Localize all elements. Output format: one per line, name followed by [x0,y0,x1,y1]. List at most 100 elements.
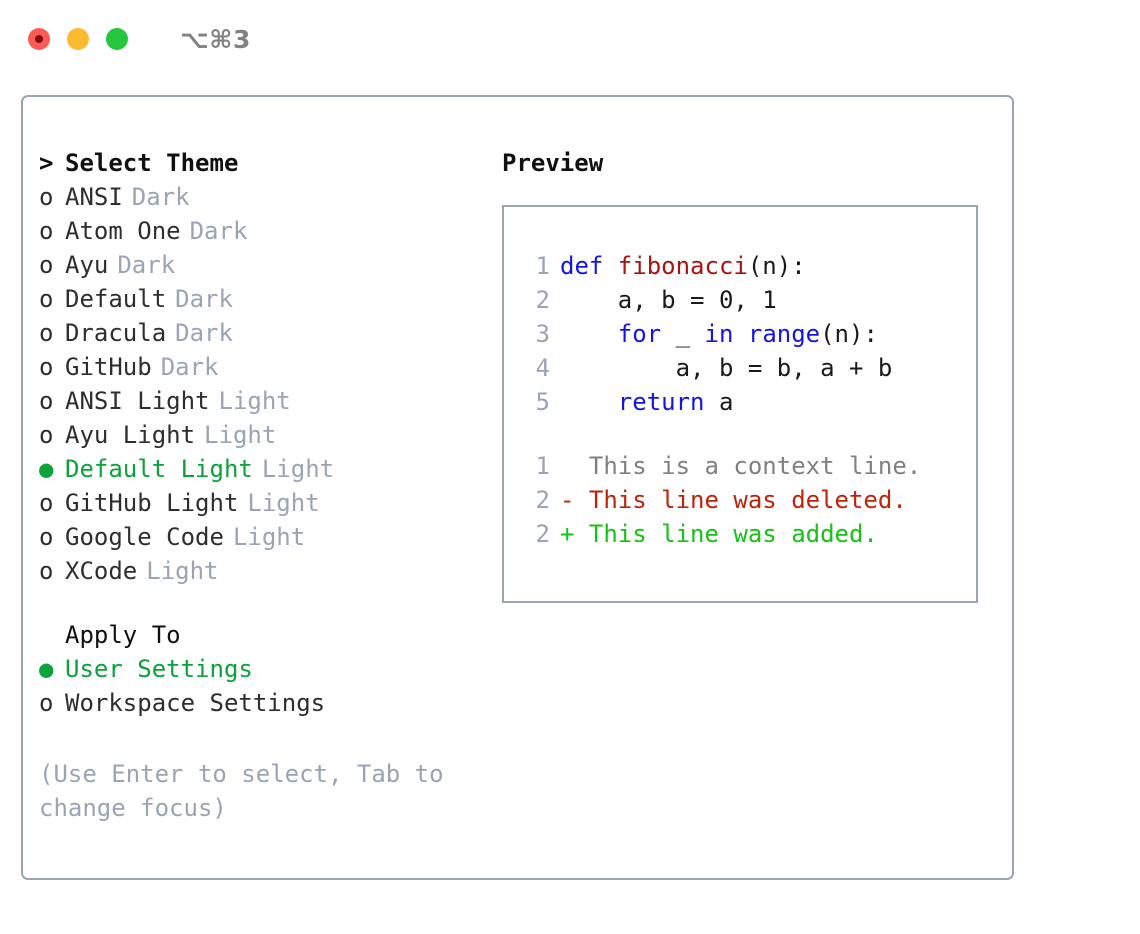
theme-item-google-code[interactable]: o Google Code Light [39,523,469,557]
diff-sample: 1 This is a context line.2- This line wa… [518,452,976,554]
radio-unselected-icon[interactable]: o [39,523,54,551]
diff-line-text: + This line was added. [560,520,878,548]
radio-unselected-icon[interactable]: o [39,285,54,313]
theme-item-variant: Dark [160,353,219,381]
theme-item-label: Default Light [65,455,253,483]
radio-unselected-icon[interactable]: o [39,183,54,211]
radio-unselected-icon[interactable]: o [39,421,54,449]
radio-unselected-icon[interactable]: o [39,689,54,717]
theme-item-variant: Light [204,421,277,449]
theme-item-variant: Dark [175,319,233,347]
theme-item-github[interactable]: o GitHub Dark [39,353,469,387]
code-token-fn: fibonacci [617,252,748,280]
theme-item-label: GitHub [65,353,152,381]
apply-to-item-label: Workspace Settings [65,689,326,717]
line-number: 3 [535,320,550,348]
diff-line: 1 This is a context line. [518,452,976,486]
theme-item-variant: Dark [189,217,248,245]
line-number: 2 [535,486,550,514]
code-token-plain: (n): [820,320,878,348]
radio-selected-icon[interactable]: ● [39,455,54,483]
code-token-plain: _ [661,320,705,348]
theme-item-label: Ayu [65,251,109,279]
theme-item-dracula[interactable]: o Dracula Dark [39,319,469,353]
code-line: 2 a, b = 0, 1 [518,286,976,320]
theme-item-label: XCode [65,557,138,585]
keyboard-hint: (Use Enter to select, Tab to change focu… [39,760,459,822]
apply-to-title: Apply To [65,621,181,649]
code-token-kw: def [560,252,618,280]
theme-item-ansi[interactable]: o ANSI Dark [39,183,469,217]
theme-item-label: Default [65,285,167,313]
theme-item-variant: Dark [175,285,233,313]
radio-unselected-icon[interactable]: o [39,251,54,279]
radio-unselected-icon[interactable]: o [39,489,54,517]
zoom-button[interactable] [106,28,128,50]
theme-picker-header: > Select Theme [39,149,469,183]
line-number: 1 [535,452,550,480]
theme-item-label: ANSI [65,183,123,211]
theme-item-default-light[interactable]: ● Default Light Light [39,455,469,489]
theme-picker-title: Select Theme [65,149,239,177]
theme-item-ayu-light[interactable]: o Ayu Light Light [39,421,469,455]
radio-unselected-icon[interactable]: o [39,319,54,347]
apply-to-header-spacer: o [39,623,65,647]
radio-unselected-icon[interactable]: o [39,387,54,415]
keyboard-shortcut-label: ⌥⌘3 [180,24,251,54]
code-token-plain [560,320,618,348]
radio-unselected-icon[interactable]: o [39,353,54,381]
code-token-kw: return [617,388,705,416]
code-token-kw: for [617,320,662,348]
line-number: 2 [535,286,550,314]
code-line-text: def fibonacci(n): [560,252,806,280]
code-token-plain: (n): [747,252,806,280]
theme-item-variant: Light [146,557,219,585]
theme-item-variant: Light [261,455,335,483]
theme-item-variant: Dark [117,251,176,279]
radio-selected-icon[interactable]: ● [39,655,54,683]
code-token-kw: in range [704,320,821,348]
line-number: 1 [535,252,550,280]
code-token-plain: a, b = 0, 1 [560,286,777,314]
radio-unselected-icon[interactable]: o [39,217,54,245]
theme-item-ayu[interactable]: o Ayu Dark [39,251,469,285]
minimize-button[interactable] [67,28,89,50]
radio-unselected-icon[interactable]: o [39,557,54,585]
prompt-caret-icon: > [39,149,54,177]
code-line: 4 a, b = b, a + b [518,354,976,388]
theme-item-variant: Light [232,523,306,551]
line-number: 2 [535,520,550,548]
theme-item-label: Ayu Light [65,421,196,449]
theme-item-xcode[interactable]: o XCode Light [39,557,469,591]
diff-line-text: This is a context line. [560,452,922,480]
title-bar: ⌥⌘3 [0,0,1140,78]
apply-to-item-user-settings[interactable]: ●User Settings [39,655,469,689]
diff-line: 2- This line was deleted. [518,486,976,520]
code-token-plain: a [704,388,734,416]
theme-item-default[interactable]: o Default Dark [39,285,469,319]
code-token-plain [560,388,618,416]
code-line: 3 for _ in range(n): [518,320,976,354]
theme-item-label: GitHub Light [65,489,239,517]
close-button[interactable] [28,28,50,50]
code-line-text: for _ in range(n): [560,320,878,348]
apply-to-item-workspace-settings[interactable]: o Workspace Settings [39,689,469,723]
code-line-text: return a [560,388,734,416]
theme-item-variant: Light [218,387,291,415]
preview-title: Preview [502,149,604,177]
theme-item-label: Google Code [65,523,224,551]
theme-item-label: Dracula [65,319,167,347]
theme-item-variant: Dark [131,183,190,211]
code-line: 1 def fibonacci(n): [518,252,976,286]
